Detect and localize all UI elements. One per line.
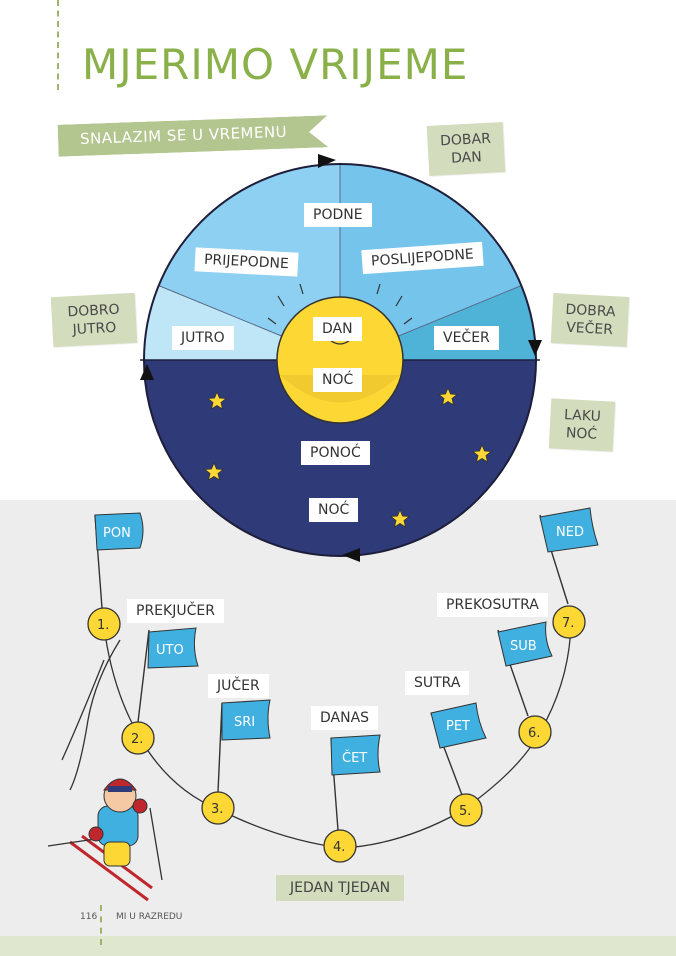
flag-icon — [330, 734, 381, 776]
page-title: MJERIMO VRIJEME — [82, 40, 469, 89]
label-day: DAN — [313, 317, 362, 341]
flags — [94, 507, 599, 776]
clock-arrows — [140, 154, 542, 562]
coin-number-5: 5. — [459, 804, 471, 819]
flag-icon — [497, 621, 553, 667]
coin-number-4: 4. — [333, 840, 345, 855]
flag-label-thu: ČET — [342, 750, 367, 766]
label-evening: VEČER — [434, 326, 499, 350]
flag-icon — [430, 702, 487, 749]
coin-number-3: 3. — [211, 802, 223, 817]
flag-label-tue: UTO — [156, 643, 184, 658]
star-icon — [389, 508, 411, 528]
flag-label-sun: NED — [556, 525, 584, 540]
star-icon — [206, 390, 228, 410]
flag-label-fri: PET — [446, 719, 470, 734]
footer-strip — [0, 936, 676, 956]
coin-numbers: 1. 2. 3. 4. 5. 6. 7. — [97, 616, 574, 855]
caption-yesterday: JUČER — [208, 674, 269, 698]
coin-number-7: 7. — [562, 616, 574, 631]
flag-label-wed: SRI — [234, 715, 255, 730]
margin-dash-line — [57, 0, 59, 90]
star-icon — [203, 461, 225, 481]
caption-today: DANAS — [311, 706, 379, 730]
flag-icon — [147, 627, 199, 669]
star-icon — [437, 386, 459, 406]
arrow-icon — [342, 548, 360, 562]
coin-number-2: 2. — [131, 732, 143, 747]
flag-icon — [221, 699, 271, 741]
caption-day-after-tomorrow: PREKOSUTRA — [437, 593, 548, 617]
footer-dash-line — [100, 905, 102, 945]
star-icon — [471, 443, 493, 463]
label-midnight: PONOĆ — [301, 441, 370, 465]
label-noon: PODNE — [304, 203, 372, 227]
stars — [203, 386, 493, 528]
page-number: 116 — [80, 912, 98, 922]
flag-label-mon: PON — [103, 526, 131, 541]
arrow-icon — [318, 154, 336, 168]
week-label: JEDAN TJEDAN — [276, 875, 405, 901]
flag-icon — [539, 507, 599, 553]
arrow-icon — [140, 364, 154, 380]
coin-number-1: 1. — [97, 618, 109, 633]
flag-icon — [94, 512, 144, 551]
label-night-center: NOĆ — [313, 368, 363, 392]
caption-tomorrow: SUTRA — [405, 671, 470, 695]
flag-label-sat: SUB — [510, 639, 537, 654]
arrow-icon — [528, 340, 542, 356]
label-morning: JUTRO — [172, 326, 234, 350]
day-coins — [87, 605, 586, 863]
caption-day-before-yesterday: PREKJUČER — [127, 599, 224, 623]
label-night-bottom: NOĆ — [309, 498, 359, 522]
skier-illustration — [47, 778, 163, 902]
book-title: MI U RAZREDU — [116, 912, 183, 922]
coin-number-6: 6. — [528, 726, 540, 741]
flag-labels: PON UTO SRI ČET PET SUB NED — [103, 525, 584, 766]
